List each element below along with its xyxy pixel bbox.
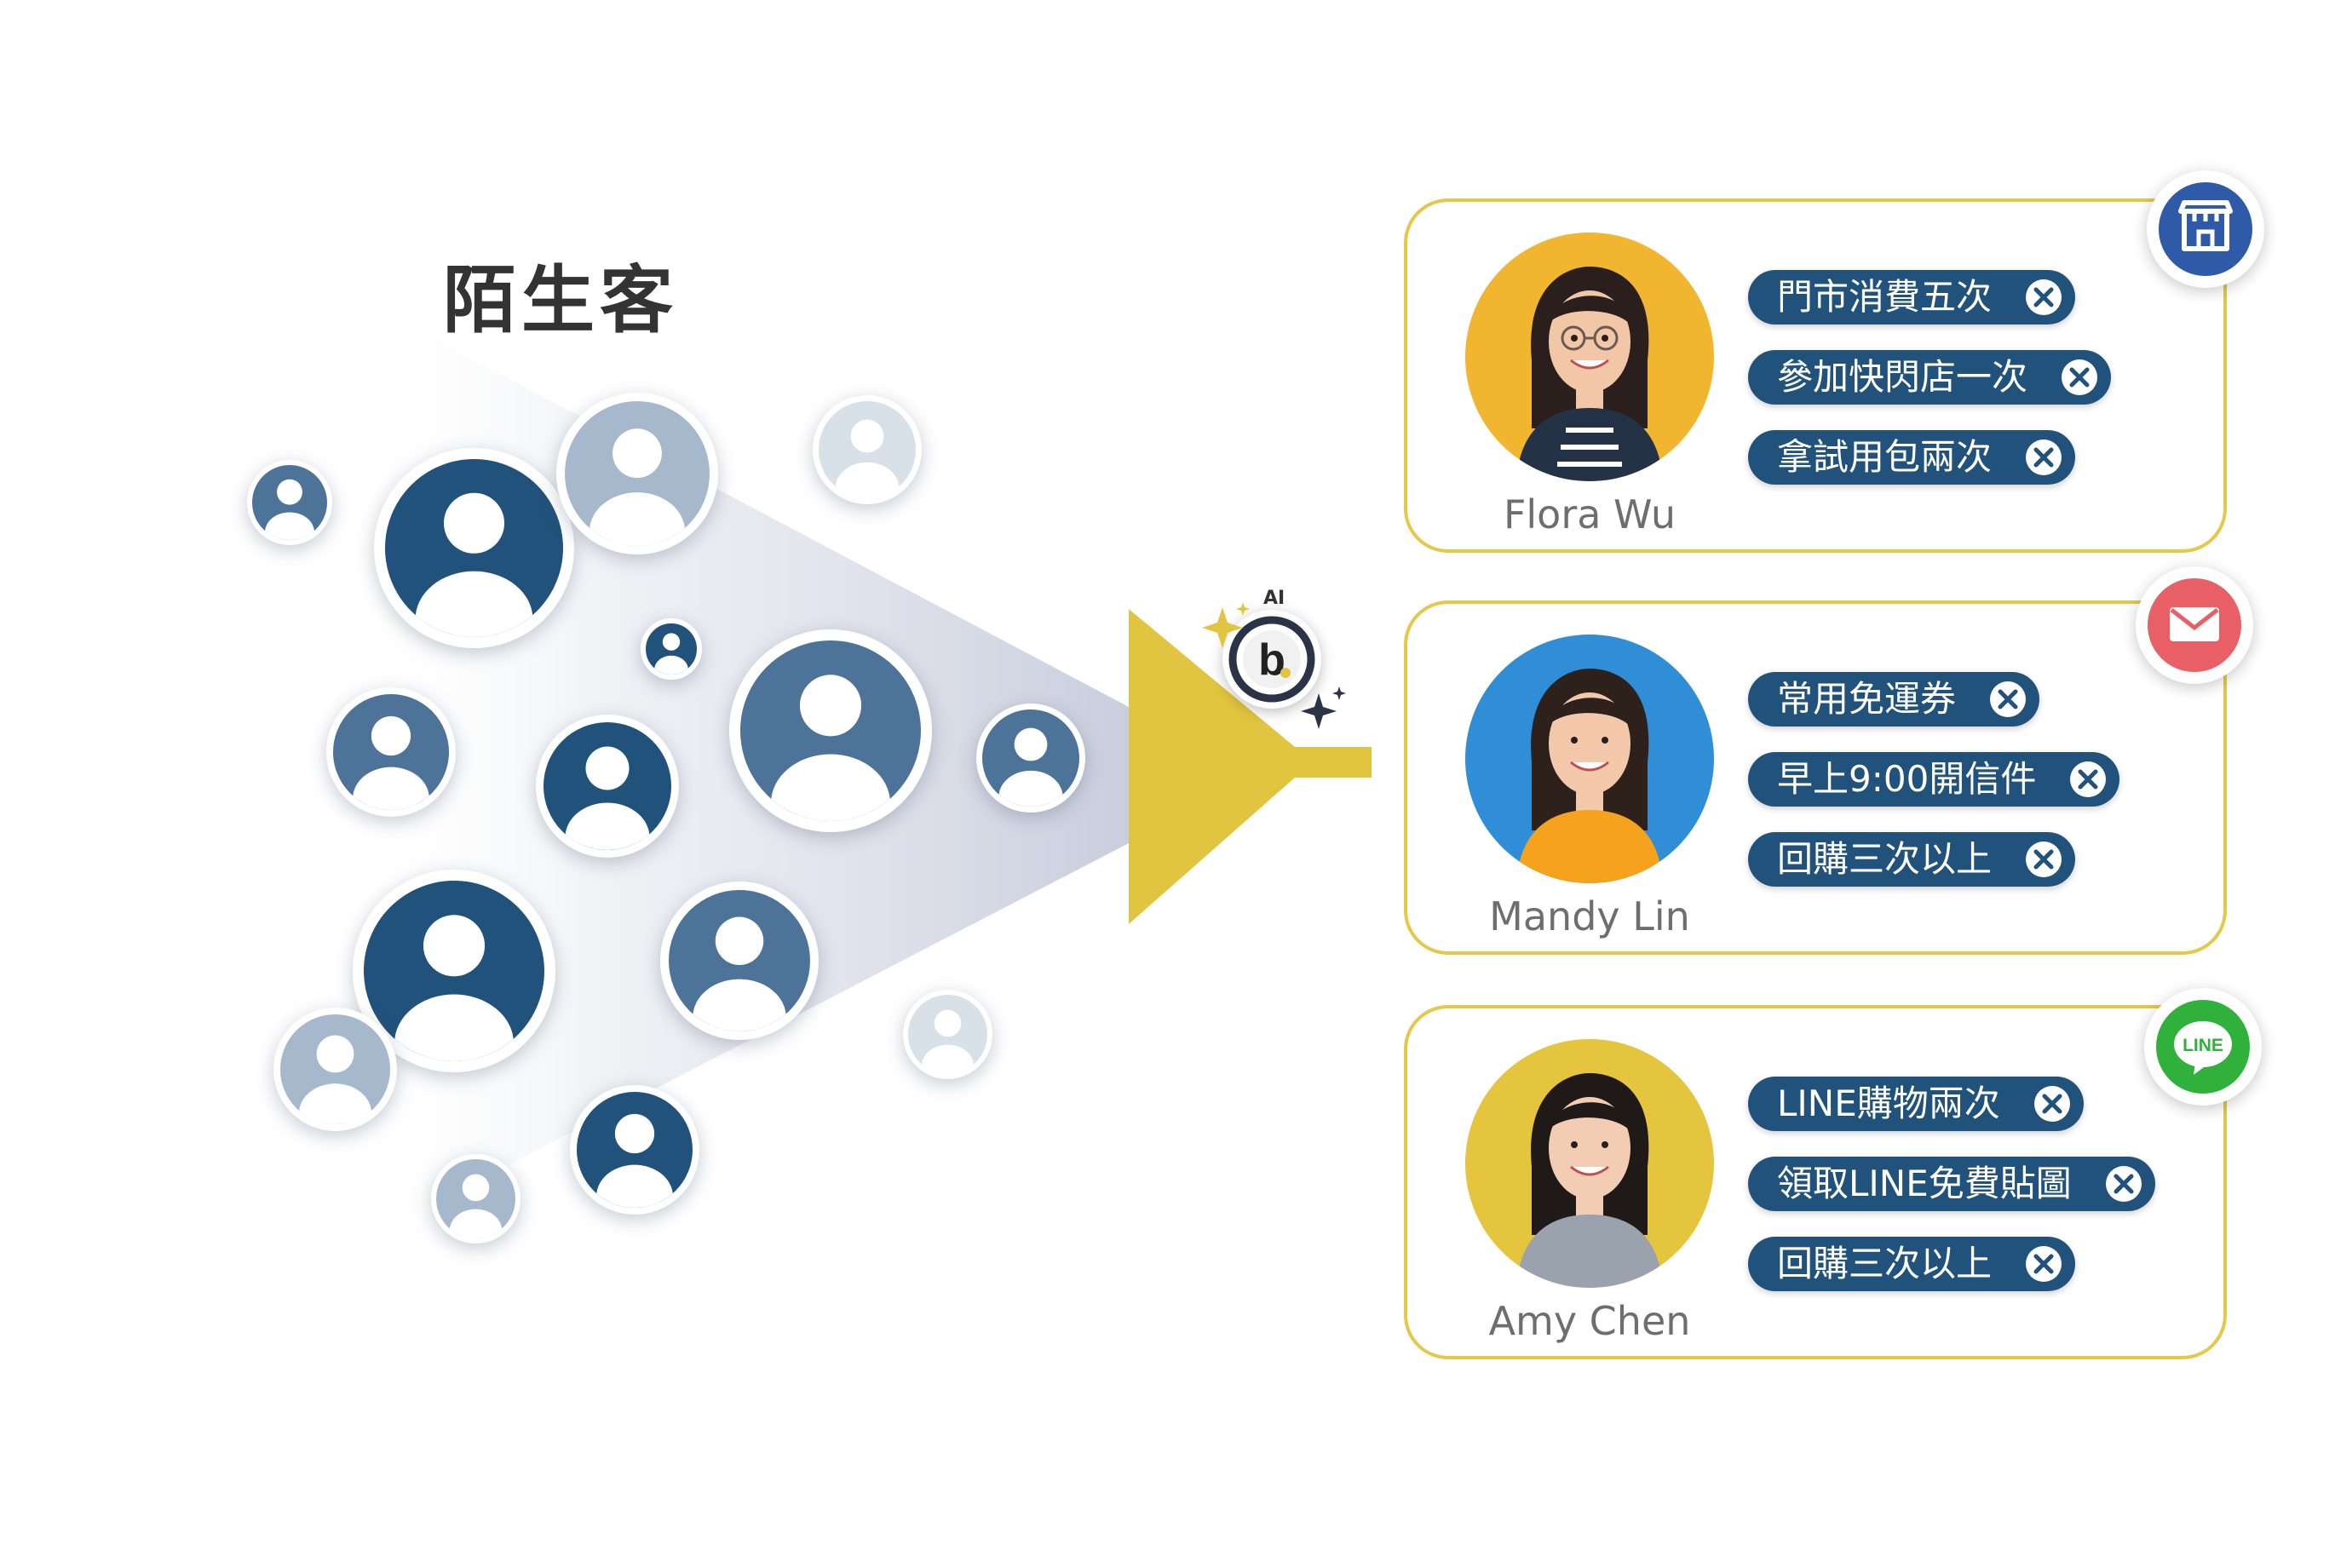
stranger-avatar-icon [536,715,679,858]
svg-text:b: b [1258,635,1285,685]
profile-card: Flora Wu 門市消費五次參加快閃店一次拿試用包兩次 [1404,198,2227,553]
profile-name: Flora Wu [1503,491,1676,537]
store-icon [2159,182,2252,276]
channel-badge: LINE [2144,988,2262,1106]
stranger-avatar-icon [570,1085,699,1215]
profile-tag: 回購三次以上 [1748,1237,2076,1291]
profile-photo [1465,635,1714,883]
profile-tag: 拿試用包兩次 [1748,430,2076,485]
tag-label: LINE購物兩次 [1777,1083,2000,1124]
remove-tag-icon[interactable] [2033,1084,2072,1123]
line-icon: LINE [2156,1000,2250,1094]
ai-logo-badge: b [1222,610,1321,709]
stranger-avatar-icon [353,870,555,1072]
tag-label: 常用免運券 [1777,678,1957,720]
profile-name: Amy Chen [1488,1298,1691,1344]
stranger-avatar-icon [902,989,992,1079]
profile-tag: 參加快閃店一次 [1748,350,2112,405]
stranger-avatar-icon [729,629,932,832]
profile-card: Amy Chen LINE購物兩次領取LINE免費貼圖回購三次以上 [1404,1005,2227,1359]
tag-label: 拿試用包兩次 [1777,436,1993,478]
stranger-avatar-icon [641,618,702,680]
email-icon [2148,578,2241,672]
profile-photo [1465,233,1714,481]
tag-label: 回購三次以上 [1777,1243,1993,1284]
profile-tag: LINE購物兩次 [1748,1077,2084,1131]
profile-tag: 門市消費五次 [1748,270,2076,325]
profile-tag: 常用免運券 [1748,672,2040,727]
profile-tag: 領取LINE免費貼圖 [1748,1157,2155,1211]
stranger-avatar-icon [556,393,718,554]
tag-label: 早上9:00開信件 [1777,758,2037,800]
funnel-icon [1129,609,1372,924]
page-title: 陌生客 [443,258,678,343]
tag-label: 領取LINE免費貼圖 [1777,1163,2072,1204]
profile-tag: 回購三次以上 [1748,832,2076,887]
profile-photo [1465,1039,1714,1288]
stranger-avatar-icon [273,1007,397,1131]
tag-label: 門市消費五次 [1777,276,1993,318]
channel-badge [2147,170,2264,288]
tag-label: 回購三次以上 [1777,838,1993,880]
remove-tag-icon[interactable] [2024,1244,2063,1284]
remove-tag-icon[interactable] [2060,358,2099,397]
profile-tag: 早上9:00開信件 [1748,752,2120,807]
svg-text:LINE: LINE [2183,1036,2223,1055]
sparkle-icon [1202,602,1250,648]
ai-label: AI [1263,588,1285,609]
profile-name: Mandy Lin [1489,893,1690,939]
profile-card: Mandy Lin 常用免運券早上9:00開信件回購三次以上 [1404,600,2227,955]
stranger-avatar-icon [430,1153,520,1243]
stranger-avatar-icon [373,447,574,648]
remove-tag-icon[interactable] [2104,1164,2143,1203]
channel-badge [2136,566,2253,684]
remove-tag-icon[interactable] [1988,680,2027,719]
remove-tag-icon[interactable] [2024,278,2063,317]
stranger-avatar-icon [326,687,456,817]
stranger-avatar-icon [813,395,922,504]
remove-tag-icon[interactable] [2024,438,2063,477]
brand-logo-icon: b [1228,616,1315,703]
tag-label: 參加快閃店一次 [1777,356,2028,398]
remove-tag-icon[interactable] [2068,760,2108,799]
stranger-avatar-icon [660,882,819,1040]
sparkle-icon [1301,686,1346,729]
stranger-avatar-icon [247,460,332,545]
stranger-avatar-icon [976,704,1085,813]
remove-tag-icon[interactable] [2024,840,2063,879]
